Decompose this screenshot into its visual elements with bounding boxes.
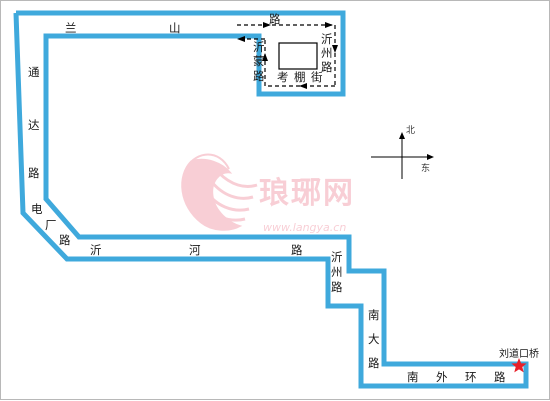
road-nanwaihuan-3: 环 <box>465 370 477 384</box>
north-arrow-icon <box>399 132 405 139</box>
road-nanda-2: 大 <box>368 332 380 346</box>
road-dianchang-2: 厂 <box>45 218 57 232</box>
road-dianchang-1: 电 <box>31 202 43 216</box>
road-nanwaihuan-4: 路 <box>494 370 506 384</box>
road-yihe-2: 河 <box>189 243 201 257</box>
road-yizhou-n-2: 州 <box>321 46 333 60</box>
arrow-east-icon <box>325 22 333 28</box>
road-yihe-3: 路 <box>291 243 303 257</box>
road-yimeng-2: 蒙 <box>253 54 265 68</box>
road-tongda-1: 通 <box>28 65 40 79</box>
compass-north: 北 <box>406 125 415 136</box>
landmark-label: 刘道口桥 <box>499 347 539 360</box>
road-tongda-2: 达 <box>28 118 40 132</box>
road-dianchang-3: 路 <box>59 233 71 247</box>
watermark-url: www.langya.cn <box>263 221 346 234</box>
road-kaopeng-1: 考 <box>277 70 289 84</box>
road-yizhou-s-2: 州 <box>331 265 343 279</box>
road-yizhou-s-3: 路 <box>331 280 343 294</box>
road-yizhou-s-1: 沂 <box>331 250 343 264</box>
arrow-east-icon <box>263 22 271 28</box>
arrow-west-icon <box>299 83 307 89</box>
watermark-brand: 琅琊网 <box>259 176 355 211</box>
compass-east: 东 <box>421 162 430 174</box>
road-yizhou-n-1: 沂 <box>321 32 333 46</box>
landmark: 刘道口桥 <box>499 347 539 373</box>
arrow-west-icon <box>237 36 245 42</box>
road-labels: 兰 山 路 沂 蒙 路 沂 州 路 考 棚 街 通 达 路 电 厂 路 沂 河 … <box>28 12 506 384</box>
arrow-north-icon <box>262 53 268 61</box>
watermark: 琅琊网 www.langya.cn <box>181 153 355 234</box>
arrow-heads <box>237 22 338 89</box>
east-arrow-icon <box>427 154 434 160</box>
star-icon <box>511 358 527 373</box>
route-road <box>13 10 529 389</box>
road-tongda-3: 路 <box>28 166 40 180</box>
road-kaopeng-2: 棚 <box>294 70 306 84</box>
swan-logo-icon <box>181 153 258 231</box>
compass: 北 东 <box>371 125 434 179</box>
road-nanwaihuan-1: 南 <box>407 370 419 384</box>
road-kaopeng-3: 街 <box>311 70 323 84</box>
road-nanda-3: 路 <box>368 356 380 370</box>
road-lanshan-3: 路 <box>269 12 281 26</box>
road-yimeng-3: 路 <box>253 69 265 83</box>
block-outline <box>278 42 318 70</box>
road-yihe-1: 沂 <box>90 243 102 257</box>
arrow-south-icon <box>332 45 338 53</box>
road-yimeng-1: 沂 <box>253 40 265 54</box>
road-nanda-1: 南 <box>368 308 380 322</box>
road-lanshan-1: 兰 <box>65 21 77 35</box>
road-nanwaihuan-2: 外 <box>436 370 448 384</box>
road-lanshan-2: 山 <box>169 21 181 35</box>
road-yizhou-n-3: 路 <box>321 60 333 74</box>
